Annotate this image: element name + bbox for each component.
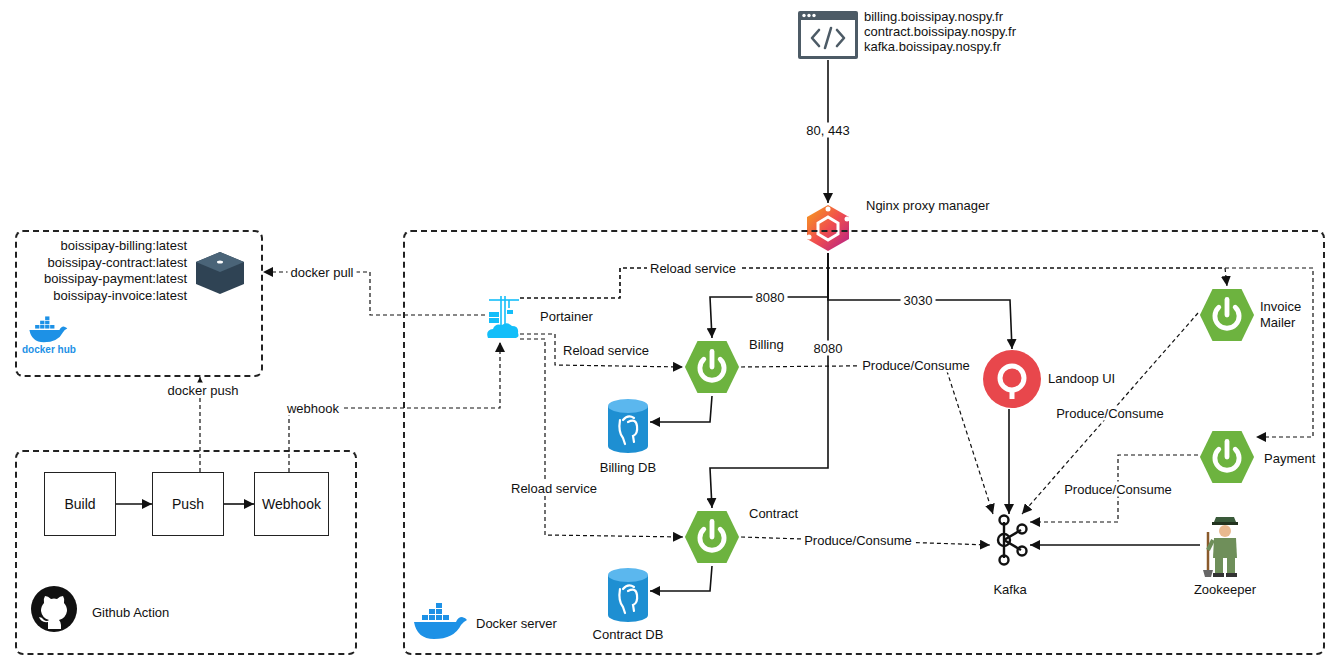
icon-graphic [1200, 514, 1250, 578]
group-frame: Github Action Build Push Webhook [15, 450, 357, 655]
node-label: Nginx proxy manager [866, 198, 990, 214]
service-icon: Payment [1198, 428, 1256, 486]
icon-graphic [606, 398, 650, 454]
service-icon: Contract [683, 508, 741, 566]
service-icon: Zookeeper [1200, 514, 1250, 578]
logo-graphic [190, 250, 250, 296]
node-label: Push [172, 496, 204, 512]
node-label: billing.boissipay.nospy.fr contract.bois… [864, 9, 1044, 54]
service-icon: Billing [683, 338, 741, 396]
dashed-connector [520, 339, 683, 537]
edge-label: Reload service [647, 261, 739, 276]
service-icon: Contract DB [606, 567, 650, 623]
dashed-connector [1030, 455, 1198, 522]
node-label: Invoice Mailer [1260, 299, 1310, 331]
node-label: Landoop UI [1048, 371, 1115, 387]
logo-text: docker hub [22, 344, 76, 356]
icon-graphic [485, 292, 520, 342]
group-frame: Docker server PortainerBillingBilling DB C… [403, 230, 1325, 655]
edge-label: docker push [165, 383, 242, 398]
icon-graphic [990, 514, 1030, 566]
dashed-connector [520, 268, 1227, 298]
edge-label: Produce/Consume [1061, 482, 1175, 497]
process-box: Build [44, 472, 116, 536]
connector [650, 566, 712, 591]
icon-graphic [803, 203, 853, 253]
node-label: Github Action [92, 605, 169, 621]
edge-label: Produce/Consume [1053, 406, 1167, 421]
edge-label: webhook [284, 401, 342, 416]
process-box: Push [152, 472, 224, 536]
service-icon: Invoice Mailer [1198, 286, 1256, 344]
icon-graphic [683, 338, 741, 396]
logo-graphic [412, 603, 468, 641]
node-label: Contract [749, 506, 798, 522]
connector [1030, 544, 1200, 546]
dashed-connector [741, 365, 993, 514]
node-label: Billing [749, 337, 784, 353]
service-icon: Billing DB [606, 398, 650, 454]
dashed-connector [520, 268, 1313, 437]
edge-label: Produce/Consume [859, 358, 973, 373]
icon-graphic [683, 508, 741, 566]
node-label: Webhook [262, 496, 321, 512]
service-icon: Landoop UI [982, 349, 1042, 409]
edge-label: 3030 [901, 293, 936, 308]
node-label: Zookeeper [1175, 582, 1275, 598]
icon-graphic [1198, 428, 1256, 486]
edge-label: 8080 [811, 341, 846, 356]
node-label: Kafka [960, 582, 1060, 598]
edge-label: 8080 [753, 290, 788, 305]
edge-label: 80, 443 [803, 123, 852, 138]
icon-graphic [982, 349, 1042, 409]
logo-graphic [28, 316, 68, 344]
connector [224, 503, 254, 505]
connector [1008, 409, 1010, 514]
icon-graphic [1198, 286, 1256, 344]
node-label: Contract DB [566, 627, 690, 643]
edge-label: docker pull [288, 265, 357, 280]
icon-graphic [797, 10, 859, 60]
icon-graphic [606, 567, 650, 623]
connector [116, 503, 152, 505]
node-label: Payment [1264, 451, 1315, 467]
dashed-connector [1022, 313, 1198, 514]
node-label: Billing DB [568, 460, 688, 476]
edge-label: Reload service [560, 343, 652, 358]
node-label: Portainer [540, 309, 593, 325]
edge-label: Reload service [508, 481, 600, 496]
service-icon: Kafka [990, 514, 1030, 566]
node-label: Docker server [476, 616, 557, 632]
node-label: Build [64, 496, 95, 512]
service-icon: Portainer [485, 292, 520, 342]
edge-label: Produce/Consume [801, 533, 915, 548]
service-icon: Nginx proxy manager [803, 203, 853, 253]
process-box: Webhook [254, 472, 329, 536]
logo-graphic [30, 585, 78, 633]
connector [650, 396, 712, 422]
service-icon: billing.boissipay.nospy.fr contract.bois… [797, 10, 859, 60]
node-label: boissipay-billing:latest boissipay-contr… [25, 238, 187, 304]
